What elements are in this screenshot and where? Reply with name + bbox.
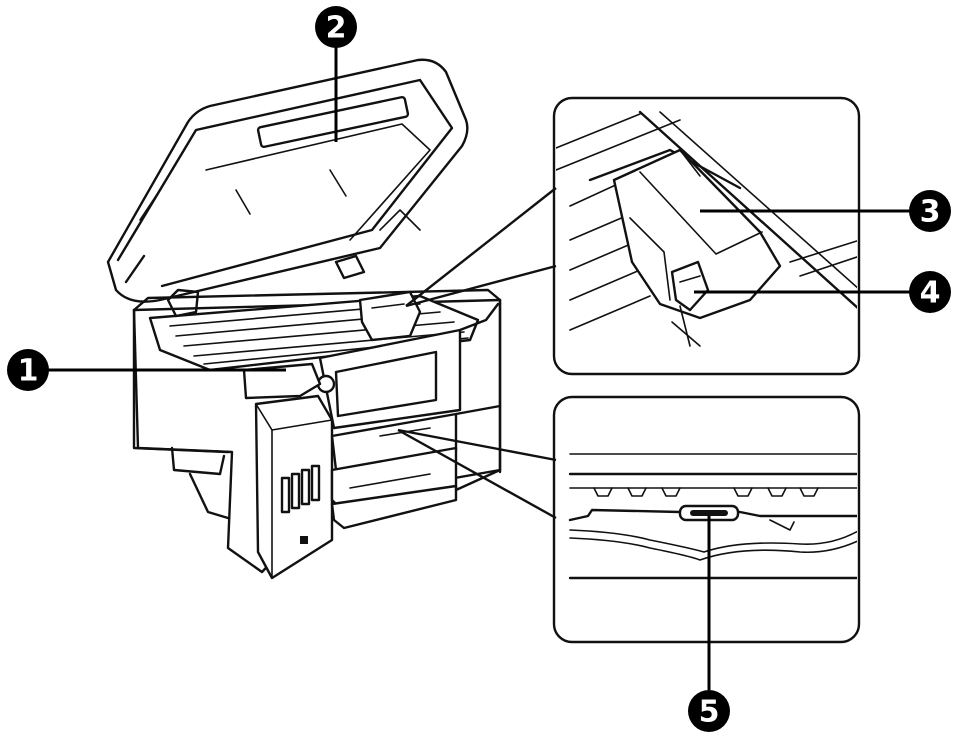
callout-5: 5: [688, 690, 730, 732]
printer-body: [132, 254, 502, 580]
callout-2-circle: [315, 6, 357, 48]
callout-1: 1: [7, 349, 49, 391]
callout-3-circle: [909, 190, 951, 232]
callout-3: 3: [909, 190, 951, 232]
callout-1-label: 1: [18, 354, 39, 389]
callout-2-label: 2: [326, 11, 347, 46]
callout-1-circle: [7, 349, 49, 391]
callout-4-circle: [909, 271, 951, 313]
callout-leaders: [48, 46, 910, 690]
scanner-lid: [106, 58, 469, 303]
callout-5-circle: [688, 690, 730, 732]
callout-4: 4: [909, 271, 951, 313]
inset-print-head: [552, 96, 861, 376]
callout-2: 2: [315, 6, 357, 48]
printer-illustration: [106, 58, 502, 580]
callout-5-label: 5: [699, 695, 720, 730]
carriage-lever: [670, 260, 710, 312]
inset-paper-path: [552, 395, 861, 644]
callout-4-label: 4: [920, 276, 941, 311]
callout-3-label: 3: [920, 195, 941, 230]
pointer-lines: [397, 187, 557, 520]
